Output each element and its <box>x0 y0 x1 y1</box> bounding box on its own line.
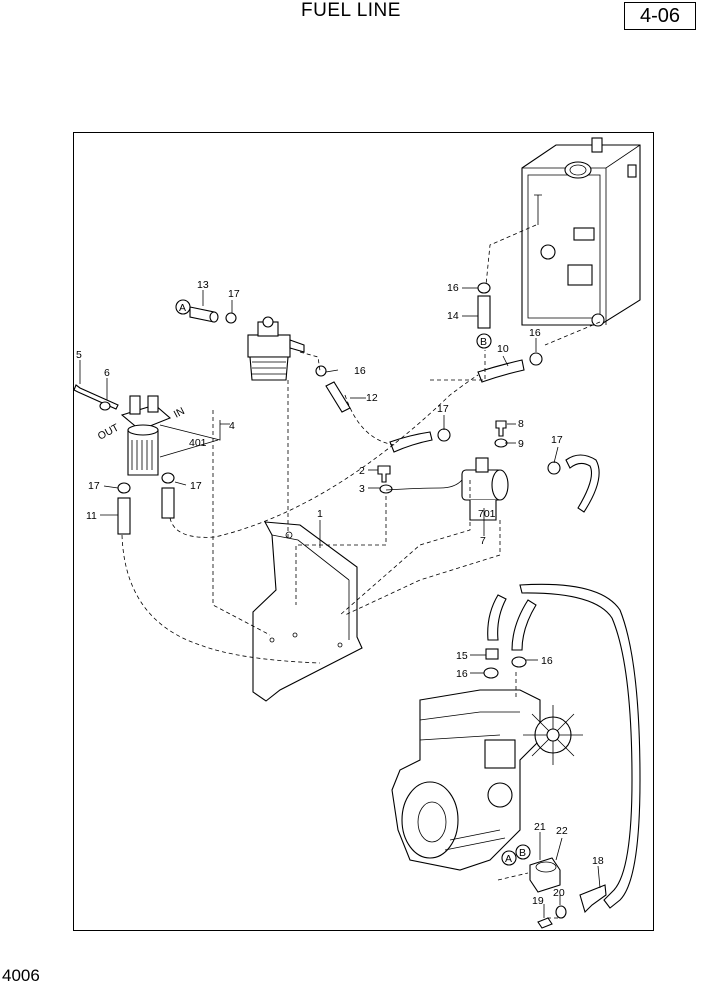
hose-13 <box>189 306 219 323</box>
port-label-in: IN <box>172 405 187 421</box>
callout-13: 13 <box>197 279 209 291</box>
callout-17-right: 17 <box>551 434 563 446</box>
engine <box>391 689 583 871</box>
page-reference: 4-06 <box>624 2 696 30</box>
callout-18: 18 <box>592 855 604 867</box>
callout-12: 12 <box>366 392 378 404</box>
clamp-16-engine-b <box>511 656 527 668</box>
washer-3 <box>379 484 393 494</box>
hose-upper-2 <box>511 599 537 651</box>
marker-a-upper-label: A <box>179 302 186 314</box>
bolt-19 <box>537 917 553 929</box>
fuel-filter-upper <box>247 316 305 381</box>
hose-pump-out <box>565 454 600 513</box>
callout-22: 22 <box>556 825 568 837</box>
washer-20 <box>555 905 567 919</box>
clamp-16-hose14 <box>477 282 491 294</box>
callout-11: 11 <box>86 510 97 522</box>
hose-17-left <box>161 487 175 519</box>
marker-b-upper <box>476 333 492 349</box>
water-separator <box>120 395 172 476</box>
bracket-18 <box>579 884 607 914</box>
document-code: 4006 <box>2 966 40 985</box>
bolt-2 <box>377 465 391 483</box>
callout-10: 10 <box>497 343 509 355</box>
callout-1: 1 <box>317 508 323 520</box>
callout-15: 15 <box>456 650 468 662</box>
marker-b-lower-label: B <box>519 847 526 859</box>
callout-20: 20 <box>553 887 565 899</box>
hose-11 <box>117 497 131 535</box>
callout-16-engine-b: 16 <box>541 655 553 667</box>
callout-14: 14 <box>447 310 459 322</box>
callout-4: 4 <box>229 420 235 432</box>
callout-9: 9 <box>518 438 524 450</box>
callout-17-left: 17 <box>190 480 202 492</box>
callout-17-top: 17 <box>228 288 240 300</box>
callout-16-engine-a: 16 <box>456 668 468 680</box>
callout-19: 19 <box>532 895 544 907</box>
clamp-16-engine-a <box>483 667 499 679</box>
washer-6 <box>99 401 111 411</box>
callout-21: 21 <box>534 821 546 833</box>
port-label-out: OUT <box>96 421 122 442</box>
bracket-1 <box>252 521 363 702</box>
callout-7: 7 <box>480 535 486 547</box>
bolt-5 <box>73 384 119 410</box>
fuel-pump <box>461 457 509 521</box>
callout-16-hose10: 16 <box>529 327 541 339</box>
hose-14 <box>477 295 491 329</box>
hose-12 <box>325 381 351 413</box>
marker-b-upper-label: B <box>480 336 487 348</box>
callout-701: 701 <box>478 508 496 520</box>
clamp-16-filter <box>315 365 327 377</box>
hose-10 <box>477 359 525 383</box>
clamp-16-hose10 <box>529 352 543 366</box>
callout-401: 401 <box>189 437 207 449</box>
callout-5: 5 <box>76 349 82 361</box>
clamp-17-left <box>161 472 175 484</box>
marker-a-lower-label: A <box>505 853 512 865</box>
callout-16-hose14: 16 <box>447 282 459 294</box>
clamp-17-top <box>225 312 237 324</box>
leader-lines <box>79 287 601 918</box>
callout-16-filter: 16 <box>354 365 366 377</box>
fitting-15 <box>485 648 499 660</box>
clamp-17-hose11 <box>117 482 131 494</box>
marker-a-lower <box>501 850 517 866</box>
clamp-17-mid <box>437 428 451 442</box>
page-title: FUEL LINE <box>301 0 401 21</box>
hose-upper-1 <box>487 594 507 641</box>
return-hose <box>519 583 641 909</box>
callout-17-hose11: 17 <box>88 480 100 492</box>
bolt-8 <box>495 420 507 437</box>
callout-6: 6 <box>104 367 110 379</box>
callout-2: 2 <box>359 465 365 477</box>
hose-12-lower <box>389 431 433 453</box>
marker-a-upper <box>175 299 191 315</box>
fitting-21-22 <box>529 857 561 893</box>
callout-17-mid: 17 <box>437 403 449 415</box>
fuel-tank <box>521 137 641 327</box>
dashed-guides <box>121 224 601 919</box>
callout-3: 3 <box>359 483 365 495</box>
clamp-17-right <box>547 461 561 475</box>
diagram-frame <box>73 132 654 931</box>
callout-8: 8 <box>518 418 524 430</box>
marker-b-lower <box>515 844 531 860</box>
